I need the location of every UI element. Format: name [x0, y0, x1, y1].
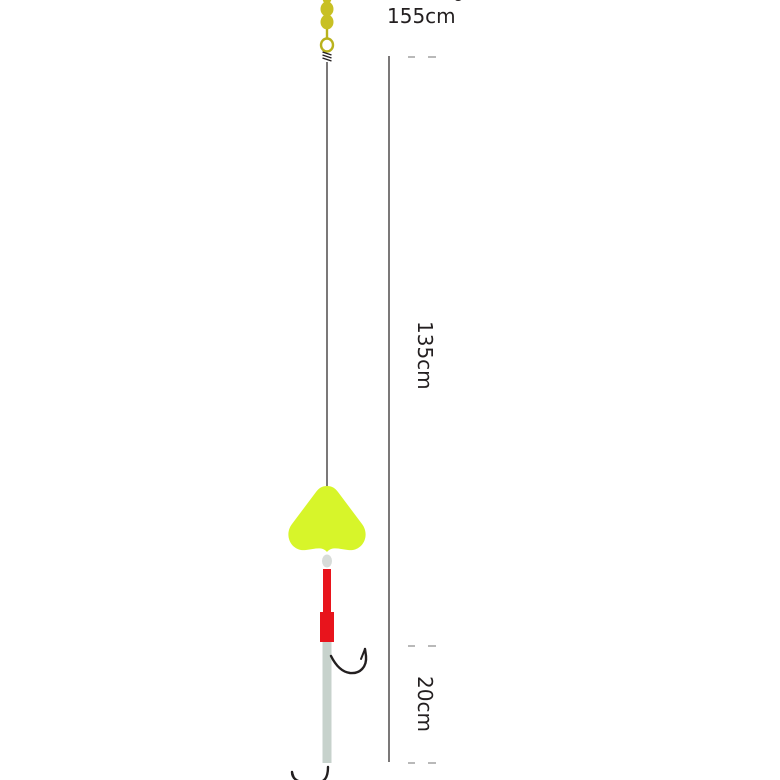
bead [322, 554, 332, 568]
upper-hook [329, 647, 368, 675]
swivel-body-lower [320, 14, 334, 30]
lower-hook [290, 765, 330, 780]
upper-hook-barb [360, 648, 366, 660]
hook-sleeve [322, 642, 332, 763]
total-length-label: 155cm [387, 4, 456, 28]
upper-section-label: 135cm [413, 321, 437, 390]
swivel-body-upper [320, 1, 334, 17]
lower-section-label: 20cm [413, 676, 437, 732]
red-stopper [320, 612, 334, 642]
lower-hook-point [291, 771, 295, 779]
heart-float [288, 486, 366, 552]
swivel-ring [319, 37, 335, 53]
red-tube [323, 569, 331, 613]
line-knot [322, 51, 332, 62]
swivel-shank [325, 29, 329, 39]
barrel-swivel [319, 0, 335, 53]
